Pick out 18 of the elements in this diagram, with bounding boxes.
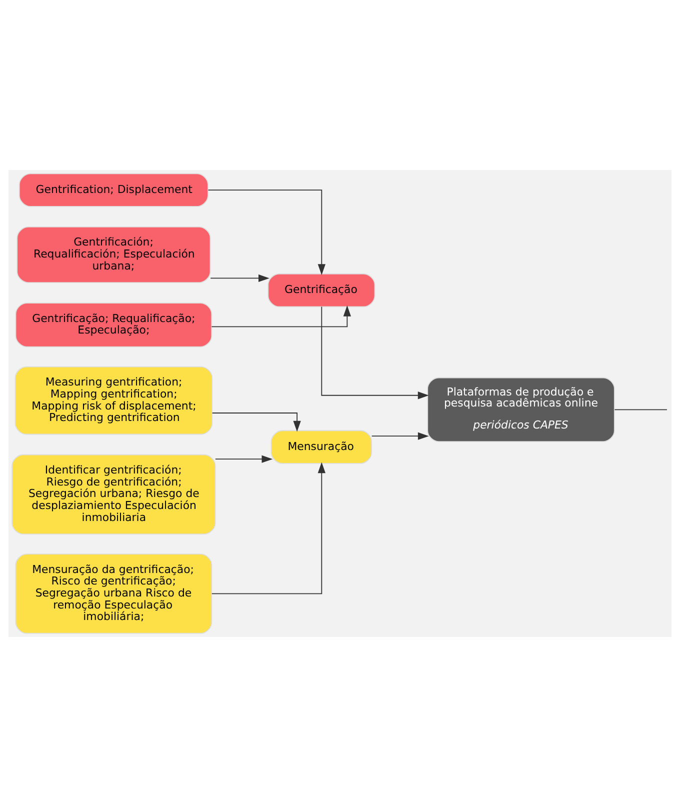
arrow — [208, 190, 326, 276]
connector — [614, 409, 668, 410]
node-box: Mensuração da gentrificação; Risco de gentrificação; Segregação urbana Risco de remoção Especulação imobiliária; — [15, 554, 212, 634]
arrow — [321, 306, 429, 400]
arrow — [211, 305, 351, 328]
node-box: Gentrificação; Requalificação; Especulação; — [15, 302, 212, 348]
node-box: Identificar gentrificación; Riesgo de gentrificación; Segregación urbana; Riesgo de desplaziamiento Especulación inmobiliaria — [12, 454, 216, 534]
arrow — [371, 432, 429, 440]
node-box: Mensuração — [270, 430, 372, 464]
arrow — [210, 274, 270, 282]
node-box: Measuring gentrification; Mapping gentrification; Mapping risk of displacement; Predicting gentrification — [14, 366, 213, 435]
arrow — [212, 412, 301, 432]
node-box: Plataformas de produção e pesquisa acadêmicas online periódicos CAPES — [427, 377, 615, 442]
node-box: Gentrificación; Requalificación; Especulación urbana; — [16, 226, 211, 283]
node-box: Gentrificação — [268, 273, 376, 308]
arrow — [214, 455, 273, 463]
node-box: Gentrification; Displacement — [18, 173, 208, 207]
arrow — [211, 462, 326, 594]
